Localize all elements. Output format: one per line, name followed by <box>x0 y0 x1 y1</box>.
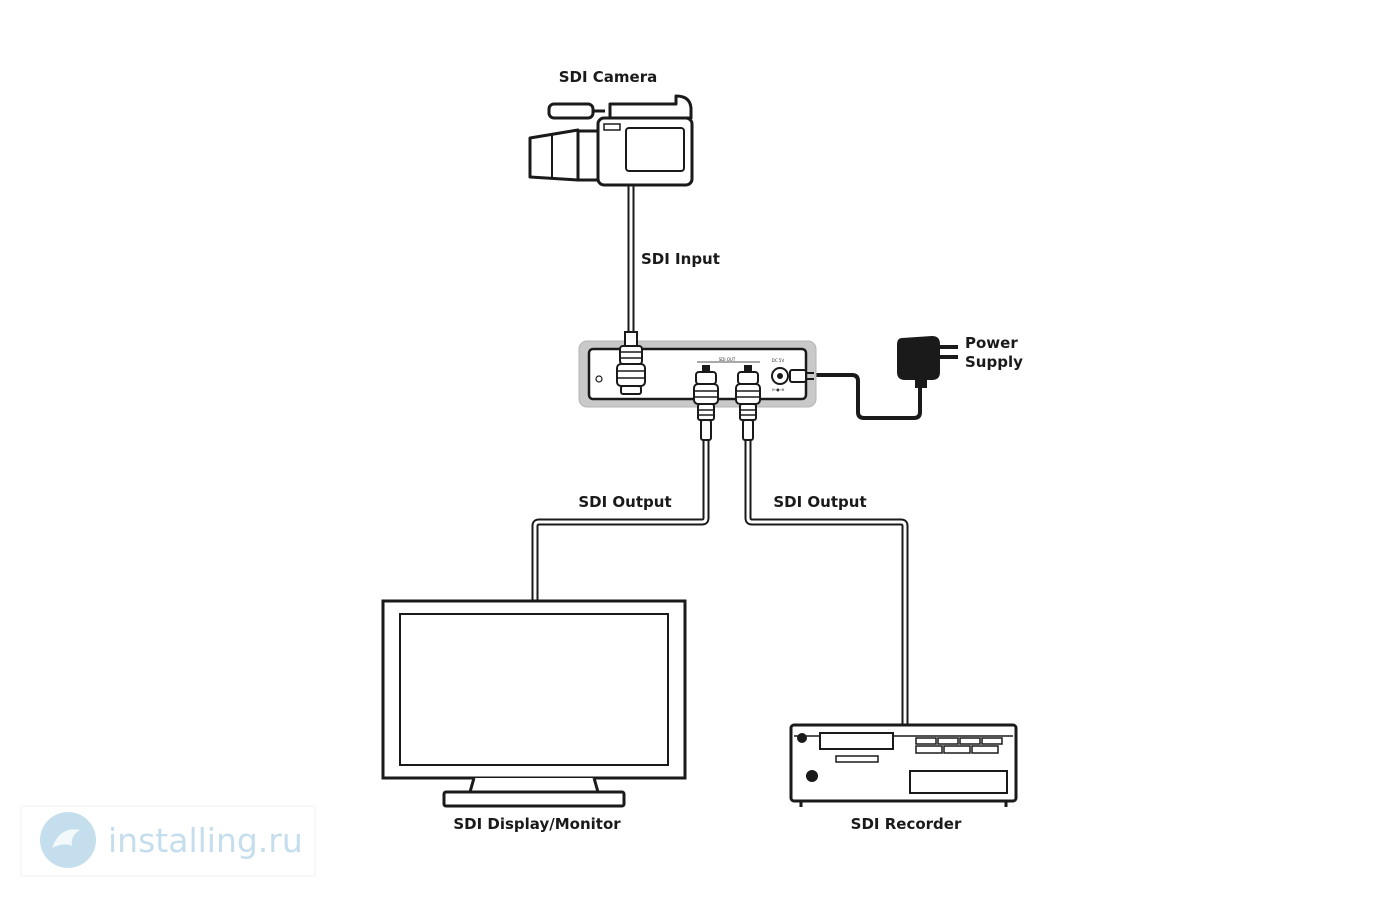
power-adapter-icon <box>897 336 958 388</box>
watermark: installing.ru <box>20 805 316 877</box>
dc-panel-label: DC 5V <box>772 358 785 363</box>
bnc-output-connector-1-icon <box>693 371 719 441</box>
recorder-label: SDI Recorder <box>851 815 962 833</box>
sdi-output-label-left: SDI Output <box>578 493 671 511</box>
watermark-text: installing.ru <box>108 821 303 860</box>
led-icon <box>595 375 603 383</box>
camera-label: SDI Camera <box>559 68 658 86</box>
power-supply-label-line1: Power <box>965 334 1018 352</box>
power-supply-label-line2: Supply <box>965 353 1023 371</box>
sdi-input-label: SDI Input <box>641 250 720 268</box>
svg-text:⊖-●-⊕: ⊖-●-⊕ <box>771 387 784 392</box>
sdi-output-cable-left <box>531 440 710 602</box>
sdi-output-cable-right <box>744 440 909 728</box>
monitor-icon <box>381 599 687 808</box>
dc-plug-icon <box>789 369 807 383</box>
bnc-output-connector-2-icon <box>735 371 761 441</box>
sdi-output-label-right: SDI Output <box>773 493 866 511</box>
display-label: SDI Display/Monitor <box>453 815 621 833</box>
recorder-power-icon <box>797 733 807 743</box>
port-2-marker <box>744 365 752 371</box>
recorder-icon <box>789 723 1018 807</box>
bnc-input-connector-icon <box>616 331 646 395</box>
recorder-knob-icon <box>806 770 818 782</box>
port-1-marker <box>702 365 710 371</box>
sdi-out-panel-label: SDI OUT <box>719 357 736 362</box>
camera-icon <box>528 94 694 187</box>
power-cable <box>814 373 922 420</box>
